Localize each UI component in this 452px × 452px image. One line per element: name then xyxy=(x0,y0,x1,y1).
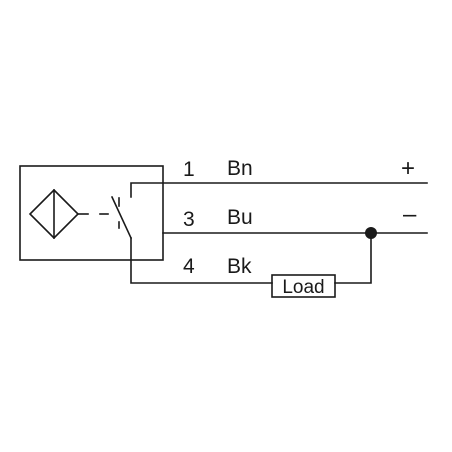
sensor-housing xyxy=(19,165,164,261)
inductive-sensor-symbol-icon xyxy=(28,188,80,240)
terminal-3-polarity: – xyxy=(403,201,417,228)
terminal-3-code: Bu xyxy=(227,206,253,229)
terminal-1-code: Bn xyxy=(227,157,253,180)
terminal-1-number: 1 xyxy=(183,158,195,181)
wire-load-return xyxy=(334,232,372,284)
switch-contact-icon xyxy=(99,195,133,240)
terminal-3-number: 3 xyxy=(183,208,195,231)
load-label: Load xyxy=(282,277,324,298)
wire-bn xyxy=(130,182,428,198)
terminal-1-polarity: + xyxy=(401,155,415,182)
wire-bk xyxy=(130,237,273,284)
terminal-4-code: Bk xyxy=(227,255,252,278)
load-box xyxy=(271,274,336,298)
junction-dot-icon xyxy=(365,227,377,239)
terminal-4-number: 4 xyxy=(183,255,195,278)
